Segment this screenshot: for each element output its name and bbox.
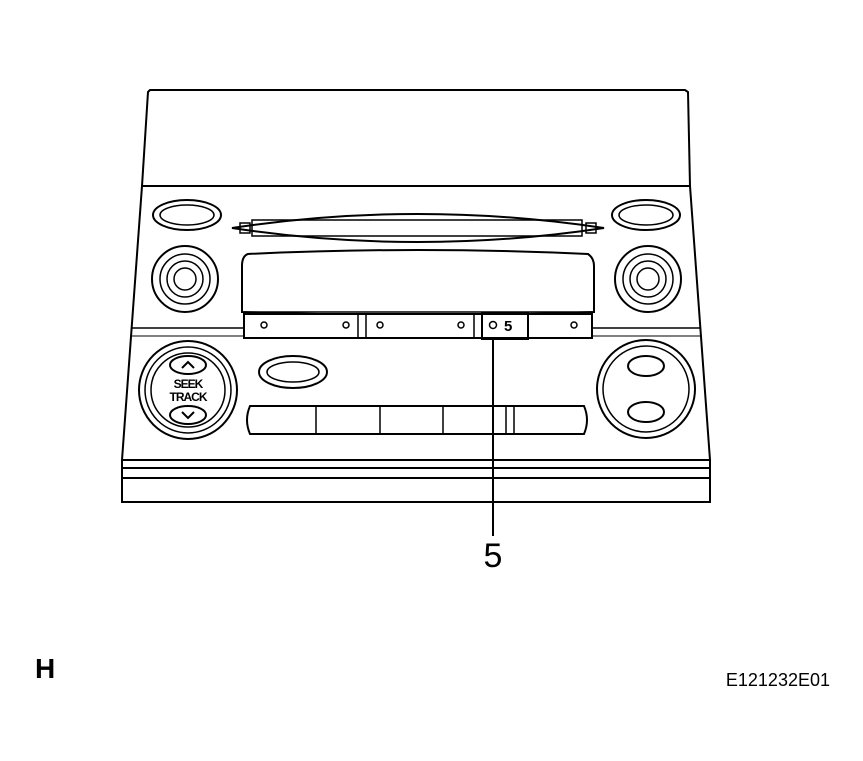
top-left-oval-button[interactable] (152, 199, 222, 231)
seek-up-icon[interactable] (169, 355, 207, 375)
right-rocker-button[interactable] (596, 339, 696, 439)
preset-strip (243, 313, 593, 339)
indicator-5-label: 5 (504, 318, 512, 335)
bottom-trim-upper (121, 459, 711, 469)
indicator-5-box (481, 312, 529, 340)
seek-label: SEEK (174, 377, 204, 391)
bottom-trim-middle (121, 467, 711, 479)
preset-button-bar[interactable] (246, 405, 588, 435)
center-oval-button[interactable] (258, 355, 328, 389)
left-volume-knob[interactable] (151, 245, 219, 313)
cd-slot[interactable] (231, 213, 605, 243)
radio-top-cover (140, 89, 692, 187)
top-right-oval-button[interactable] (611, 199, 681, 231)
bottom-trim-base (121, 477, 711, 503)
callout-5-label: 5 (484, 537, 503, 575)
seek-track-button[interactable] (138, 340, 238, 440)
track-down-icon[interactable] (169, 405, 207, 425)
right-tune-knob[interactable] (614, 245, 682, 313)
section-letter: H (35, 653, 55, 684)
display-screen (241, 249, 595, 316)
track-label: TRACK (170, 390, 208, 404)
figure-code: E121232E01 (726, 670, 830, 690)
